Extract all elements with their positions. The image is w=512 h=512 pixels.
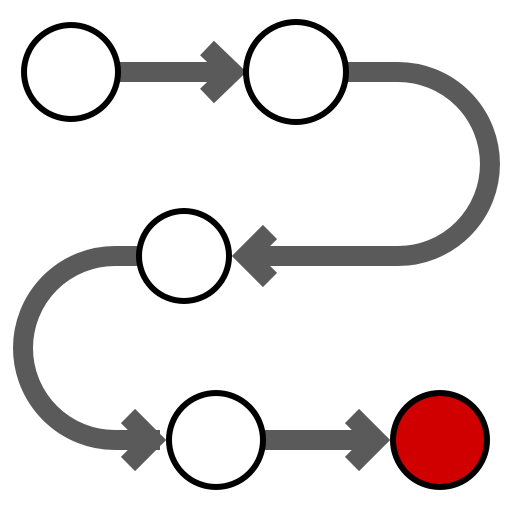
step-3-node (136, 208, 232, 304)
nodes (21, 19, 490, 490)
connectors (13, 40, 500, 472)
arrowhead-icon (120, 408, 167, 472)
connector-step-3-to-step-4 (13, 246, 160, 450)
arrowhead-icon (200, 40, 247, 104)
step-5-final-node (390, 390, 490, 490)
step-4-node (166, 390, 266, 490)
arrowhead-icon (344, 408, 391, 472)
arrowhead-icon (231, 224, 278, 288)
step-1-node (21, 22, 121, 122)
step-2-node (243, 19, 349, 125)
connector-step-2-to-step-3 (247, 62, 500, 266)
